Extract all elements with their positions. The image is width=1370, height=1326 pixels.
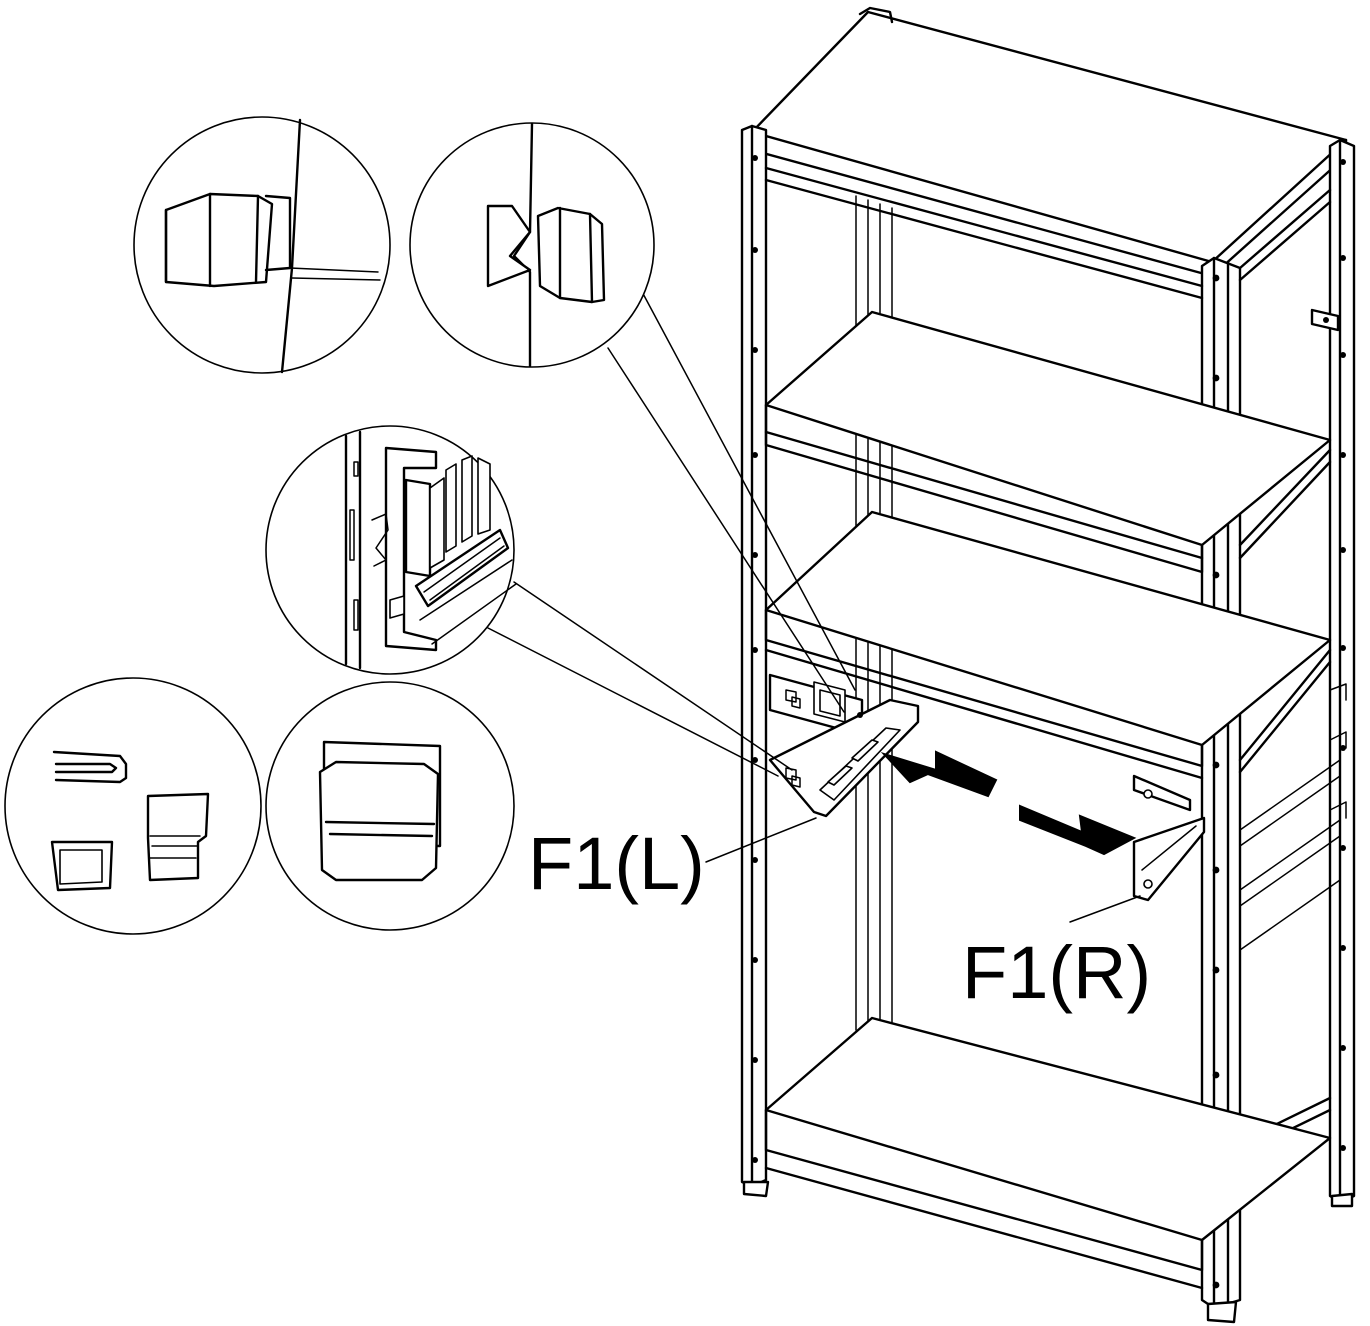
- detail-circle-hook-left: [133, 116, 391, 374]
- detail-circle-hook-right: [409, 122, 655, 368]
- label-f1-left: F1(L): [528, 822, 705, 905]
- shelf-1: [764, 310, 1332, 574]
- right-drawer-rail: [1132, 774, 1206, 902]
- detail-circle-clip-parts: [4, 677, 262, 935]
- front-left-post: [740, 124, 770, 1198]
- double-arrow-icon: [880, 750, 1137, 856]
- bottom-shelf: [764, 1016, 1332, 1290]
- detail-circle-rail-clip: [265, 425, 517, 675]
- top-shelf: [750, 6, 1348, 278]
- detail-circle-clip-closeup: [265, 681, 515, 931]
- label-f1-right: F1(R): [962, 931, 1152, 1014]
- shelf-2: [764, 510, 1332, 780]
- left-drawer-rail: [768, 673, 920, 818]
- back-right-post: [1310, 138, 1356, 1208]
- shelving-unit: [740, 6, 1356, 1324]
- leader-lines: [487, 287, 1141, 923]
